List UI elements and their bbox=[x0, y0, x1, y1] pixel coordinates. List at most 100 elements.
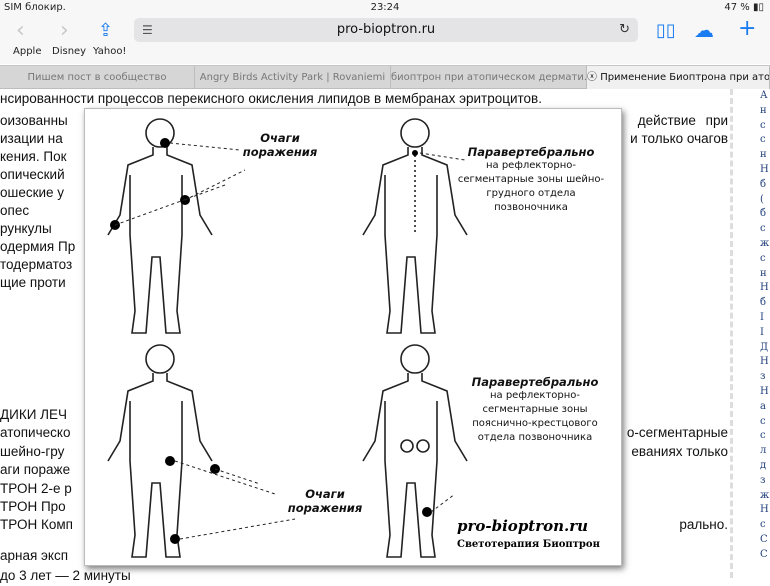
back-icon[interactable]: ‹ bbox=[16, 18, 25, 43]
close-tab-icon[interactable]: ⓧ bbox=[587, 72, 601, 83]
text-line: оизованны bbox=[0, 113, 68, 128]
new-tab-icon[interactable]: + bbox=[738, 16, 757, 41]
text-line: нсированности процессов перекисного окис… bbox=[0, 91, 542, 106]
text-line: одермия Пр bbox=[0, 239, 76, 254]
battery-icon: ▮▯ bbox=[752, 2, 764, 13]
sidebar-char: н bbox=[760, 267, 767, 279]
bookmark-disney[interactable]: Disney bbox=[52, 46, 87, 57]
label-lumbar-text: на рефлекторно-сегментарные зоны пояснич… bbox=[472, 390, 598, 443]
sidebar-char: Д bbox=[760, 341, 769, 353]
share-icon[interactable]: ⇪ bbox=[98, 20, 114, 41]
label-foci-top: Очаги поражения bbox=[242, 131, 318, 159]
bookmarks-icon[interactable]: ▯▯ bbox=[656, 20, 676, 41]
sidebar-char: б bbox=[760, 297, 767, 309]
brand-subtitle: Светотерапия Биоптрон bbox=[457, 539, 600, 550]
sidebar-char: Н bbox=[760, 504, 769, 516]
sidebar-char: Н bbox=[760, 282, 769, 294]
sidebar-char: з bbox=[760, 474, 766, 486]
browser-toolbar: ‹ › ⇪ ☰ pro-bioptron.ru ↻ ▯▯ ☁ + Apple D… bbox=[0, 16, 770, 64]
label-cervical-text: на рефлекторно-сегментарные зоны шейно-г… bbox=[457, 160, 605, 213]
sidebar-char: з bbox=[760, 371, 766, 383]
sidebar-char: с bbox=[760, 119, 766, 131]
reader-icon[interactable]: ☰ bbox=[142, 23, 153, 37]
sidebar-char: А bbox=[760, 90, 768, 101]
text-line: шейно-гру bbox=[0, 444, 65, 459]
tab-bioptron-atopic[interactable]: биоптрон при атопическом дермати... bbox=[391, 66, 587, 89]
figure-front-top bbox=[107, 118, 213, 334]
text-line: ДИКИ ЛЕЧ bbox=[0, 407, 68, 422]
brand-watermark: pro-bioptron.ru bbox=[457, 517, 589, 535]
sidebar-char: С bbox=[760, 533, 768, 545]
text-line: о-сегментарные bbox=[626, 425, 728, 440]
address-bar[interactable]: ☰ pro-bioptron.ru ↻ bbox=[134, 18, 638, 42]
text-line: аги пораже bbox=[0, 462, 71, 477]
battery: 47 % ▮▯ bbox=[724, 2, 764, 13]
tab-active[interactable]: ⓧ Применение Биоптрона при атоп... bbox=[587, 66, 770, 89]
figure-back-top bbox=[362, 118, 468, 334]
sidebar-char: л bbox=[760, 445, 767, 457]
text-line: еваниях только bbox=[631, 444, 728, 459]
sidebar-char: с bbox=[760, 223, 766, 235]
sidebar-char: н bbox=[760, 149, 767, 161]
figure-back-bottom bbox=[362, 344, 468, 558]
text-line: и только очагов bbox=[630, 131, 728, 146]
text-line: тодерматоз bbox=[0, 257, 73, 272]
text-line: действие при bbox=[637, 113, 728, 128]
battery-percent: 47 % bbox=[724, 2, 750, 13]
sidebar-char: ( bbox=[760, 193, 764, 205]
text-line: до 3 лет — 2 минуты bbox=[0, 568, 131, 583]
text-line: кения. Пок bbox=[0, 149, 67, 164]
sidebar-char: с bbox=[760, 252, 766, 264]
text-line: изации на bbox=[0, 131, 63, 146]
sidebar-char: с bbox=[760, 134, 766, 146]
sidebar-char: Н bbox=[760, 163, 769, 175]
status-bar: SIM блокир. 23:24 47 % ▮▯ bbox=[0, 0, 770, 16]
text-line: атопическо bbox=[0, 425, 71, 440]
label-cervical-title: Паравертебрально bbox=[467, 145, 595, 159]
sidebar-char: Н bbox=[760, 356, 769, 368]
text-line: ошеские у bbox=[0, 185, 65, 200]
sidebar-char: ж bbox=[760, 237, 770, 249]
sidebar-char: с bbox=[760, 430, 766, 442]
forward-icon[interactable]: › bbox=[60, 18, 69, 43]
tab-post[interactable]: Пишем пост в сообщество bbox=[0, 66, 195, 89]
sidebar-char: д bbox=[760, 459, 767, 471]
text-line: щие проти bbox=[0, 275, 66, 290]
reload-icon[interactable]: ↻ bbox=[619, 22, 630, 37]
tab-angry-birds[interactable]: Angry Birds Activity Park | Rovaniemi bbox=[195, 66, 391, 89]
tab-title: Применение Биоптрона при атоп... bbox=[600, 72, 770, 83]
bookmark-yahoo[interactable]: Yahoo! bbox=[93, 46, 127, 57]
text-line: ТРОН Комп bbox=[0, 517, 73, 532]
text-line: рункулы bbox=[0, 221, 52, 236]
url-text: pro-bioptron.ru bbox=[336, 22, 436, 37]
text-line: ТРОН 2-е р bbox=[0, 481, 72, 496]
sidebar-char: Н bbox=[760, 385, 769, 397]
sidebar-char: б bbox=[760, 178, 767, 190]
body-figures-illustration bbox=[107, 118, 468, 558]
sidebar-char: I bbox=[760, 326, 764, 338]
text-line: опес bbox=[0, 203, 30, 218]
sidebar-char: ж bbox=[760, 489, 770, 501]
figure-front-bottom bbox=[107, 344, 213, 558]
sidebar-char: С bbox=[760, 548, 768, 560]
cloud-tabs-icon[interactable]: ☁ bbox=[694, 18, 714, 42]
clock: 23:24 bbox=[370, 2, 400, 13]
sidebar-char: б bbox=[760, 208, 767, 220]
sidebar-char: I bbox=[760, 311, 764, 323]
article: нсированности процессов перекисного окис… bbox=[0, 89, 730, 583]
text-line: рально. bbox=[679, 517, 728, 532]
sidebar-char: н bbox=[760, 104, 767, 116]
label-lumbar-title: Паравертебрально bbox=[471, 375, 599, 389]
text-line: ТРОН Про bbox=[0, 499, 66, 514]
tab-bar: Пишем пост в сообщество Angry Birds Acti… bbox=[0, 65, 770, 89]
sidebar-char: с bbox=[760, 415, 766, 427]
sidebar-char: а bbox=[760, 400, 766, 412]
label-foci-bottom: Очаги поражения bbox=[287, 487, 363, 515]
text-line: опический bbox=[0, 167, 65, 182]
bookmark-apple[interactable]: Apple bbox=[13, 46, 42, 57]
